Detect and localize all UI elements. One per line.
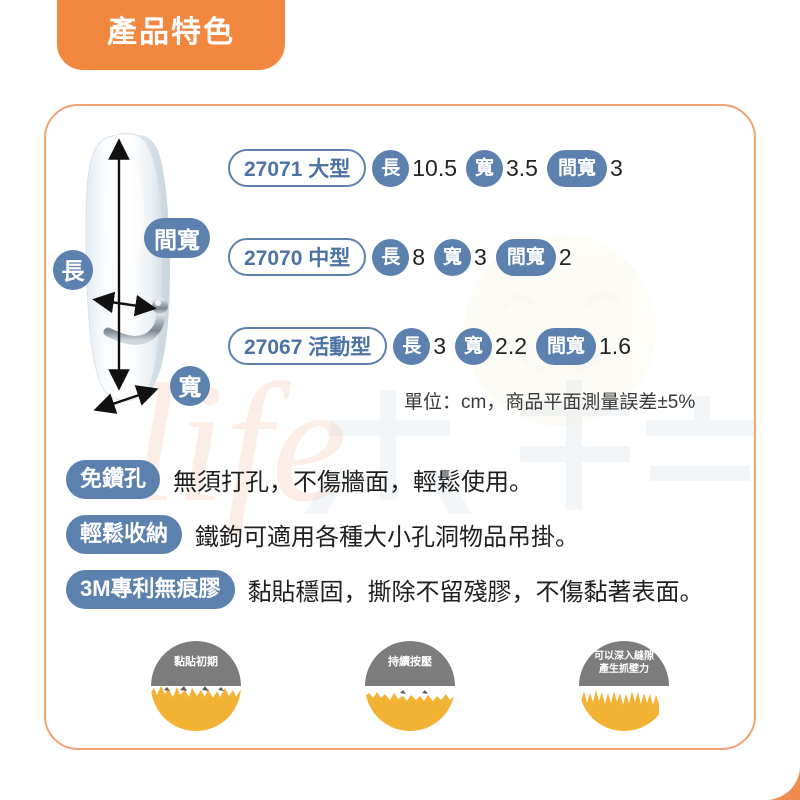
- adhesive-step: 持續按壓: [364, 640, 456, 732]
- spec-table: 27071 大型 長 10.5 寬 3.5 間寬 3 27070 中型 長 8 …: [228, 142, 788, 409]
- adhesive-diagram-2: [365, 641, 455, 731]
- dimension-group-width: 寬 3.5: [466, 149, 541, 187]
- feature-list: 免鑽孔 無須打孔，不傷牆面，輕鬆使用。 輕鬆收納 鐵鉤可適用各種大小孔洞物品吊掛…: [66, 458, 766, 623]
- gap-value: 2: [558, 243, 572, 270]
- feature-tag: 輕鬆收納: [66, 514, 183, 554]
- feature-text: 黏貼穩固，撕除不留殘膠，不傷黏著表面。: [247, 578, 704, 606]
- width-badge: 寬: [434, 238, 472, 276]
- gap-value: 1.6: [599, 332, 631, 359]
- diagram-label-gap-width: 間寬: [154, 227, 200, 253]
- dimension-group-width: 寬 2.2: [455, 327, 530, 365]
- feature-text: 鐵鉤可適用各種大小孔洞物品吊掛。: [195, 523, 580, 551]
- dimension-group-gap: 間寬 1.6: [536, 327, 634, 365]
- width-value: 2.2: [495, 332, 528, 359]
- gap-badge: 間寬: [495, 238, 556, 276]
- length-value: 10.5: [412, 154, 457, 181]
- dimension-group-length: 長 8: [372, 238, 428, 276]
- model-pill: 27070 中型: [228, 238, 367, 276]
- length-value: 3: [433, 332, 447, 359]
- dimension-group-length: 長 3: [393, 327, 449, 365]
- length-value: 8: [412, 243, 426, 270]
- length-badge: 長: [372, 149, 410, 187]
- adhesive-diagram-3: [579, 641, 669, 731]
- length-badge: 長: [372, 238, 410, 276]
- adhesive-steps: 黏貼初期 持續按壓: [150, 640, 670, 745]
- unit-note: 單位：cm，商品平面測量誤差±5%: [404, 392, 696, 413]
- gap-badge: 間寬: [536, 327, 597, 365]
- spec-row: 27071 大型 長 10.5 寬 3.5 間寬 3: [228, 142, 788, 194]
- adhesive-diagram-1: [151, 641, 241, 731]
- model-pill: 27071 大型: [228, 149, 367, 187]
- feature-row: 輕鬆收納 鐵鉤可適用各種大小孔洞物品吊掛。: [66, 513, 766, 555]
- feature-text: 無須打孔，不傷牆面，輕鬆使用。: [173, 468, 534, 496]
- width-value: 3.5: [506, 154, 538, 181]
- gap-value: 3: [609, 154, 623, 181]
- width-value: 3: [474, 243, 487, 270]
- model-pill: 27067 活動型: [228, 327, 388, 365]
- feature-row: 3M專利無痕膠 黏貼穩固，撕除不留殘膠，不傷黏著表面。: [66, 568, 766, 610]
- width-badge: 寬: [466, 149, 503, 187]
- section-title-tab: 產品特色: [57, 0, 285, 70]
- feature-tag: 免鑽孔: [66, 459, 161, 499]
- adhesive-step: 可以深入縫隙 產生抓壁力: [578, 640, 670, 732]
- width-badge: 寬: [455, 327, 493, 365]
- inner-frame: [44, 104, 756, 750]
- length-badge: 長: [393, 327, 431, 365]
- dimension-group-gap: 間寬 2: [495, 238, 575, 276]
- diagram-label-width: 寬: [179, 374, 202, 400]
- spec-row: 27070 中型 長 8 寬 3 間寬 2: [228, 231, 788, 283]
- adhesive-step: 黏貼初期: [150, 640, 242, 732]
- diagram-label-length: 長: [62, 258, 86, 284]
- dimension-group-gap: 間寬 3: [546, 149, 626, 187]
- feature-tag: 3M專利無痕膠: [66, 569, 235, 609]
- product-diagram: 長 間寬 寬: [53, 132, 210, 414]
- feature-row: 免鑽孔 無須打孔，不傷牆面，輕鬆使用。: [66, 458, 766, 500]
- dimension-group-width: 寬 3: [434, 238, 490, 276]
- spec-row: 27067 活動型 長 3 寬 2.2 間寬 1.6: [228, 320, 788, 372]
- page-title: 產品特色: [107, 16, 235, 49]
- gap-badge: 間寬: [546, 149, 607, 187]
- dimension-group-length: 長 10.5: [372, 149, 460, 187]
